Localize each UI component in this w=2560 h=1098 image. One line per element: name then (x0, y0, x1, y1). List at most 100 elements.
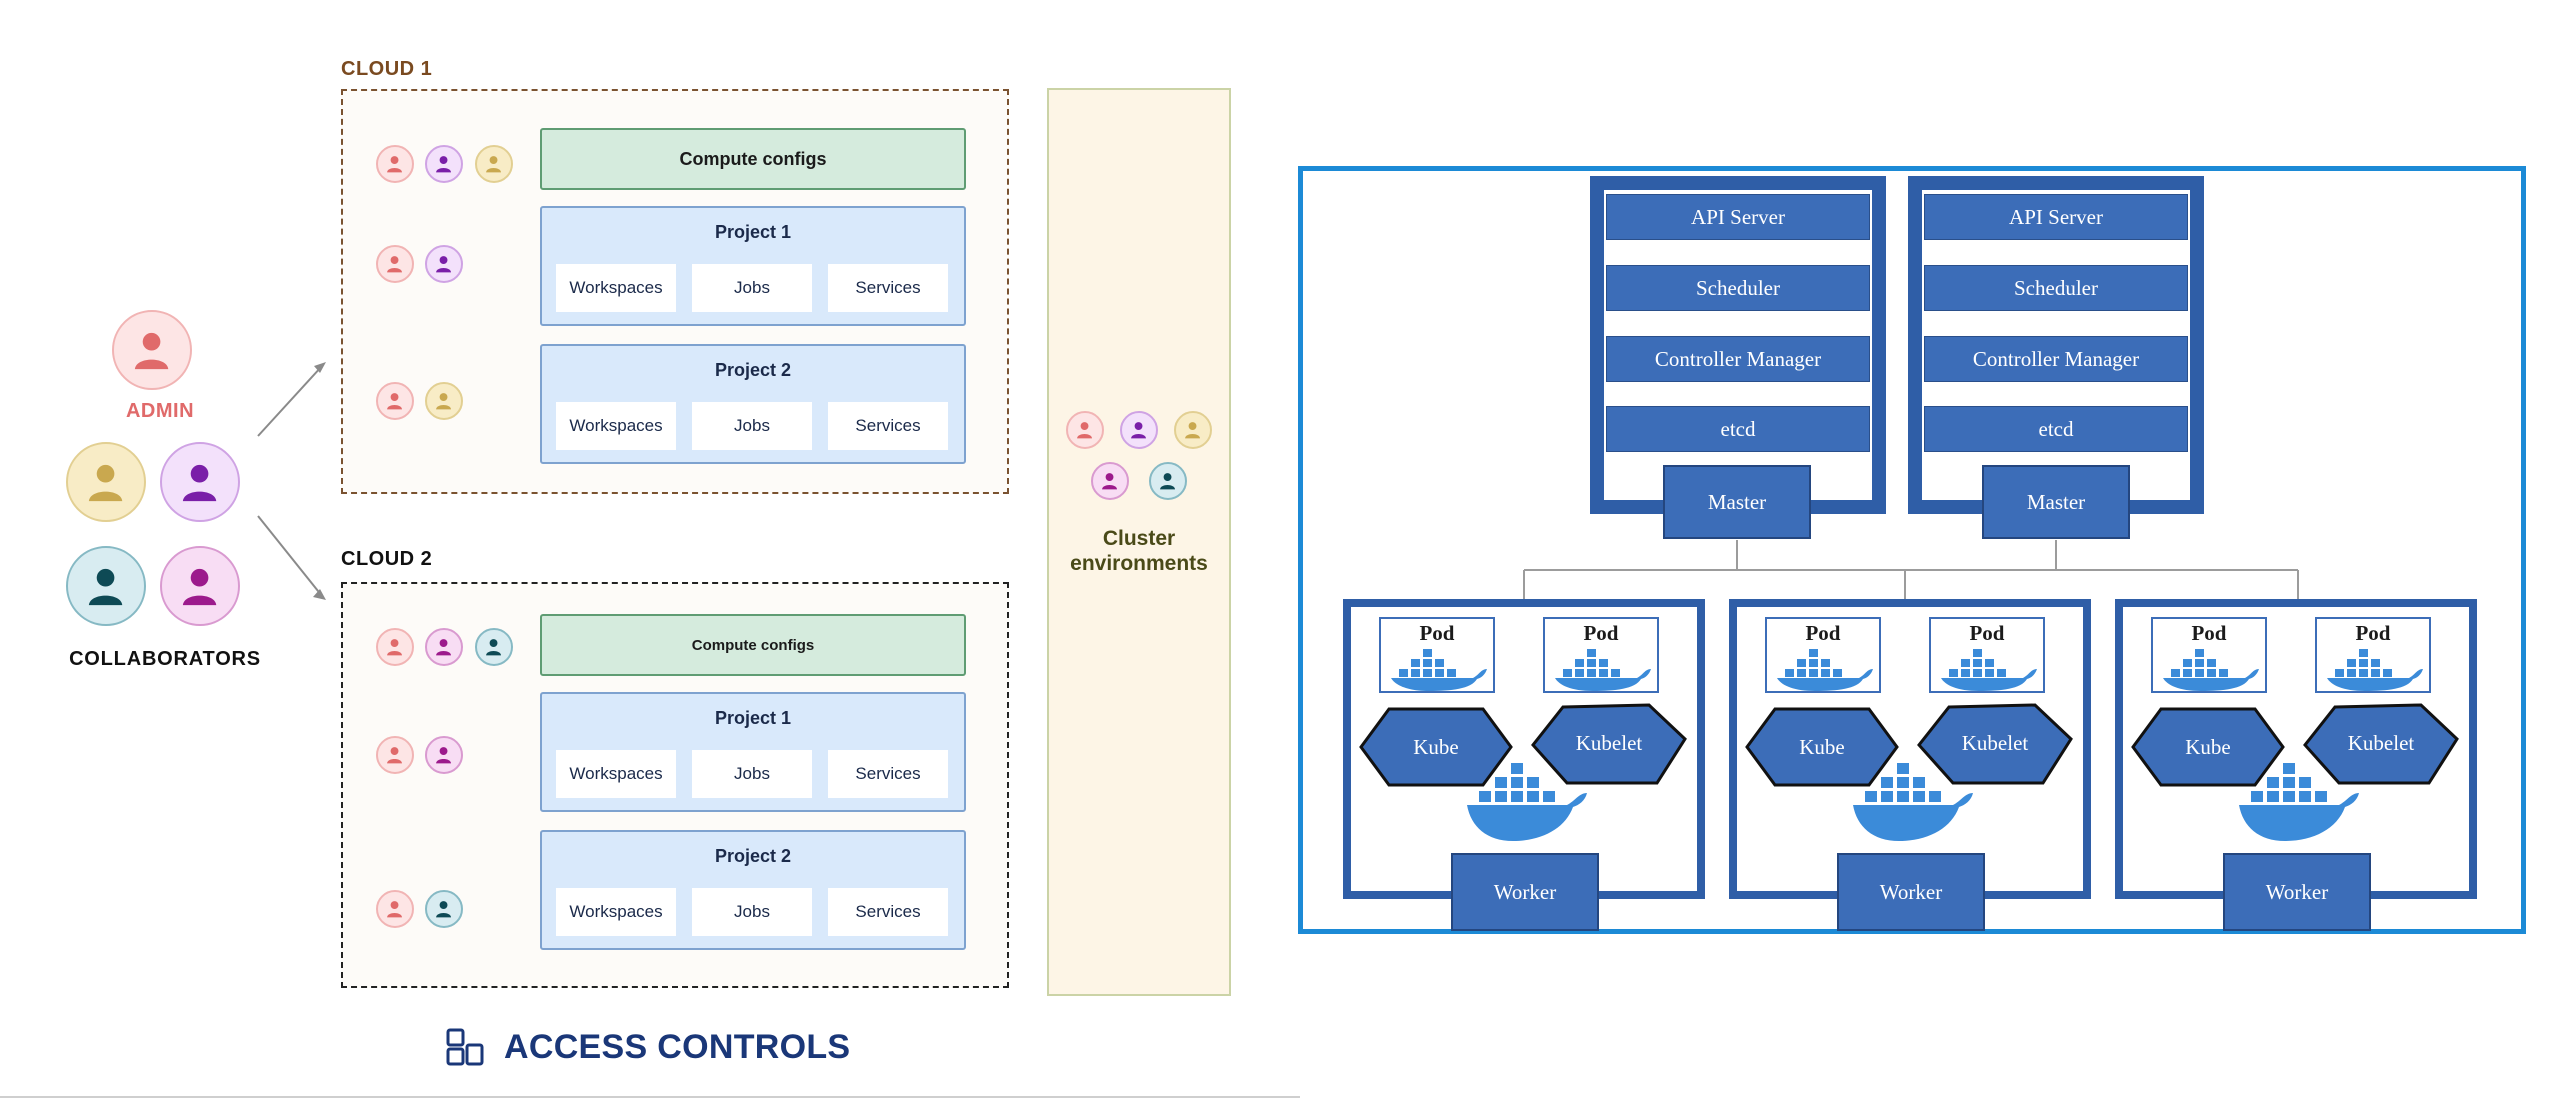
pod-label: Pod (1969, 621, 2005, 645)
cloud-2-project-2[interactable]: Project 2 Workspaces Jobs Services (540, 830, 966, 950)
cloud-1-compute-configs[interactable]: Compute configs (540, 128, 966, 190)
docker-whale-icon (2327, 649, 2423, 691)
master-node-1: API Server Scheduler Controller Manager … (1590, 176, 1886, 514)
jobs-chip[interactable]: Jobs (692, 402, 812, 450)
pod-label: Pod (1583, 621, 1619, 645)
user-avatar-yellow (475, 145, 513, 183)
access-controls-diagram: ADMIN COLLABORATORS CLOUD 1 Compute conf… (0, 58, 1300, 1098)
jobs-chip[interactable]: Jobs (692, 888, 812, 936)
kube-label: Kube (1413, 735, 1459, 759)
cloud-2-compute-configs[interactable]: Compute configs (540, 614, 966, 676)
user-icon (387, 747, 403, 764)
user-icon (1077, 422, 1093, 439)
docker-whale-icon (2163, 649, 2259, 691)
arrow-to-cloud-2 (257, 515, 323, 597)
user-icon (1102, 473, 1118, 490)
user-avatar-yellow (425, 382, 463, 420)
arrows (257, 362, 326, 600)
collaborator-avatar-magenta (160, 546, 240, 626)
user-icon (387, 901, 403, 918)
user-icon (1185, 422, 1201, 439)
user-avatar-magenta (425, 736, 463, 774)
user-avatar-yellow (1174, 411, 1212, 449)
workspaces-chip[interactable]: Workspaces (556, 750, 676, 798)
project-title: Project 2 (714, 846, 792, 866)
cluster-environments-label: Cluster environments (1070, 527, 1208, 575)
user-avatar-red (376, 382, 414, 420)
master-node-2: API Server Scheduler Controller Manager … (1908, 176, 2204, 514)
user-icon (387, 639, 403, 656)
user-icon (436, 901, 452, 918)
services-chip[interactable]: Services (828, 402, 948, 450)
user-avatar-purple (1120, 411, 1158, 449)
user-avatar-red (376, 628, 414, 666)
project-title: Project 1 (714, 708, 792, 728)
user-avatar-red (1066, 411, 1104, 449)
etcd-box: etcd (1606, 406, 1870, 452)
docker-whale-icon (1467, 763, 1587, 841)
user-icon (1160, 473, 1176, 490)
docker-whale-icon (1941, 649, 2037, 691)
user-icon (1131, 422, 1147, 439)
services-chip[interactable]: Services (828, 750, 948, 798)
user-avatar-red (376, 245, 414, 283)
user-avatar-teal (425, 890, 463, 928)
arrow-to-cloud-1 (257, 365, 323, 437)
user-icon (436, 156, 452, 173)
workspaces-chip[interactable]: Workspaces (556, 264, 676, 312)
worker-node-3: Pod Pod Kube Kubelet (2115, 599, 2477, 899)
user-icon (486, 156, 502, 173)
controller-manager-box: Controller Manager (1924, 336, 2188, 382)
cloud-1-title: CLOUD 1 (341, 58, 433, 80)
cloud-1-project-1[interactable]: Project 1 Workspaces Jobs Services (540, 206, 966, 326)
kubelet-label: Kubelet (1575, 731, 1643, 755)
user-icon (387, 156, 403, 173)
access-controls-label: ACCESS CONTROLS (504, 1027, 851, 1066)
user-icon (486, 639, 502, 656)
workspaces-chip[interactable]: Workspaces (556, 402, 676, 450)
user-icon (387, 256, 403, 273)
pod-label: Pod (2191, 621, 2227, 645)
kube-label: Kube (2185, 735, 2231, 759)
workspaces-chip[interactable]: Workspaces (556, 888, 676, 936)
user-avatar-teal (1149, 462, 1187, 500)
worker-label-box: Worker (2223, 853, 2371, 931)
kubelet-hexagon-icon (2303, 703, 2459, 785)
scheduler-box: Scheduler (1606, 265, 1870, 311)
pod-box: Pod (1765, 617, 1881, 693)
services-chip[interactable]: Services (828, 888, 948, 936)
etcd-box: etcd (1924, 406, 2188, 452)
scheduler-box: Scheduler (1924, 265, 2188, 311)
arrowhead-icon (314, 362, 326, 373)
access-controls-title: ACCESS CONTROLS (444, 1024, 850, 1070)
services-chip[interactable]: Services (828, 264, 948, 312)
pod-label: Pod (2355, 621, 2391, 645)
jobs-chip[interactable]: Jobs (692, 264, 812, 312)
worker-node-1: Pod Pod Kube Kubelet (1343, 599, 1705, 899)
user-icon (436, 639, 452, 656)
pod-box: Pod (2315, 617, 2431, 693)
kubelet-hexagon-icon (1917, 703, 2073, 785)
user-icon (387, 393, 403, 410)
user-icon (183, 465, 217, 502)
user-icon (436, 256, 452, 273)
cluster-environments-panel[interactable] (1047, 88, 1231, 996)
kube-hexagon-icon (1745, 707, 1899, 787)
project-title: Project 2 (714, 360, 792, 380)
worker-label-box: Worker (1451, 853, 1599, 931)
pod-label: Pod (1805, 621, 1841, 645)
pod-box: Pod (2151, 617, 2267, 693)
user-icon (89, 569, 123, 606)
pod-box: Pod (1543, 617, 1659, 693)
cloud-1-project-2[interactable]: Project 2 Workspaces Jobs Services (540, 344, 966, 464)
controller-manager-box: Controller Manager (1606, 336, 1870, 382)
cloud-2-project-1[interactable]: Project 1 Workspaces Jobs Services (540, 692, 966, 812)
pod-box: Pod (1379, 617, 1495, 693)
docker-whale-icon (1777, 649, 1873, 691)
cloud-2-title: CLOUD 2 (341, 548, 433, 570)
kubelet-label: Kubelet (1961, 731, 2029, 755)
user-avatar-purple (425, 145, 463, 183)
jobs-chip[interactable]: Jobs (692, 750, 812, 798)
user-icon (89, 465, 123, 502)
arrowhead-icon (313, 589, 326, 600)
